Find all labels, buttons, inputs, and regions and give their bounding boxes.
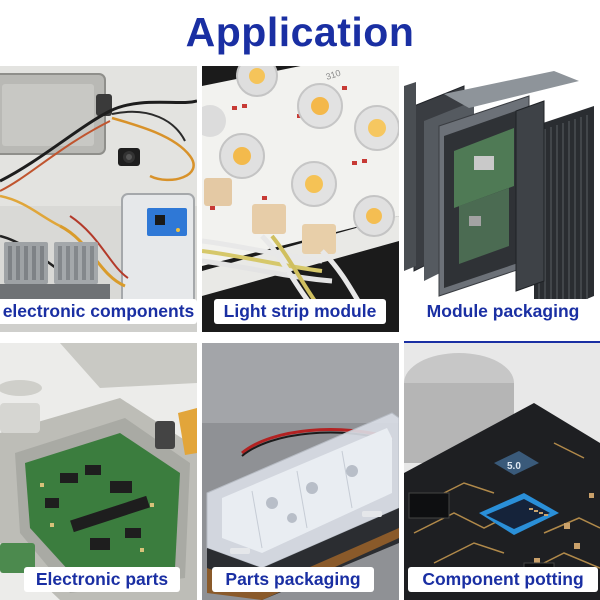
label-electronic-parts: Electronic parts <box>24 567 180 592</box>
label-module-packaging: Module packaging <box>412 299 594 324</box>
label-electronic-components: electronic components <box>0 299 197 324</box>
tile-electronic-parts <box>0 343 197 600</box>
divider-line <box>404 341 600 344</box>
label-parts-packaging: Parts packaging <box>212 567 374 592</box>
component-potting-photo: 5.0 <box>404 343 600 600</box>
label-light-strip-module: Light strip module <box>214 299 386 324</box>
tile-light-strip-module: 310 <box>202 66 399 332</box>
parts-packaging-photo <box>202 343 399 600</box>
chip-label: 5.0 <box>507 461 521 472</box>
tile-module-packaging <box>404 66 600 332</box>
label-component-potting: Component potting <box>408 567 598 592</box>
page-title: Application <box>185 9 415 55</box>
tile-electronic-components <box>0 66 197 332</box>
tile-component-potting: 5.0 <box>404 343 600 600</box>
svg-text:310: 310 <box>325 68 342 82</box>
electronic-components-photo <box>0 66 197 332</box>
light-strip-module-photo: 310 <box>202 66 399 332</box>
module-packaging-photo <box>404 66 600 332</box>
electronic-parts-photo <box>0 343 197 600</box>
tile-parts-packaging <box>202 343 399 600</box>
